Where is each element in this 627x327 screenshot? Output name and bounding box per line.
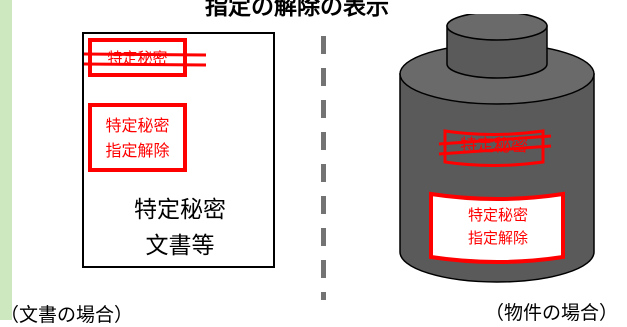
object-canister-illustration: [399, 14, 595, 283]
document-release-line2: 指定解除: [105, 141, 170, 160]
caption-object-case: （物件の場合）: [485, 302, 619, 324]
document-release-stamp: 特定秘密 指定解除: [88, 103, 187, 172]
document-strike-lines: [83, 52, 207, 67]
sidebar-stripe: [0, 0, 12, 320]
dashed-divider: [321, 36, 326, 300]
diagram-title: 指定の解除の表示: [205, 0, 389, 20]
object-old-mark: 特定秘密: [460, 136, 528, 156]
object-release-line2: 指定解除: [467, 229, 528, 247]
document-label-line2: 文書等: [145, 233, 215, 259]
document-label: 特定秘密 文書等: [100, 192, 260, 264]
document-sheet: [82, 32, 275, 268]
object-release-line1: 特定秘密: [467, 206, 528, 224]
object-release-label: 特定秘密 指定解除: [432, 198, 564, 264]
caption-document-case: （文書の場合）: [0, 304, 134, 326]
document-release-line1: 特定秘密: [105, 116, 170, 135]
document-label-line1: 特定秘密: [134, 197, 226, 223]
